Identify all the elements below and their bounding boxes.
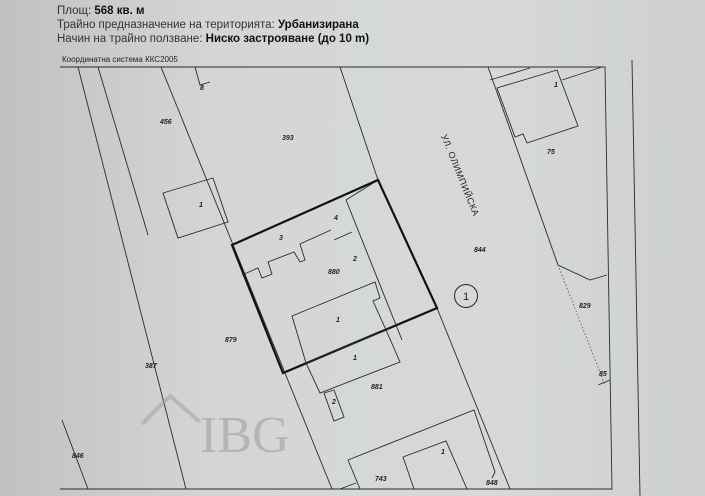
boundary-line bbox=[77, 66, 187, 490]
parcel-label: 75 bbox=[547, 149, 555, 156]
parcel-label: 829 bbox=[579, 303, 591, 310]
area-value: 568 кв. м bbox=[94, 5, 145, 17]
boundary-line bbox=[97, 66, 149, 236]
boundary-line bbox=[347, 459, 361, 490]
building-label: 1 bbox=[353, 355, 357, 362]
coordinate-system-label: Координатна система ККС2005 bbox=[62, 55, 178, 64]
usage-label: Начин на трайно ползване: bbox=[57, 33, 203, 45]
parcel-label: 8 bbox=[200, 85, 204, 92]
boundary-line bbox=[561, 66, 603, 81]
building-label: 1 bbox=[336, 317, 340, 324]
inner-boundary bbox=[345, 199, 403, 341]
boundary-line bbox=[194, 66, 211, 86]
watermark-house-icon bbox=[140, 393, 202, 426]
page-fold-line bbox=[631, 59, 641, 496]
area-label: Площ: bbox=[57, 5, 92, 17]
parcel-label: 387 bbox=[145, 363, 158, 370]
plot-75-boundary bbox=[487, 66, 608, 281]
inner-boundary bbox=[333, 231, 353, 241]
boundary-line bbox=[489, 67, 531, 81]
purpose-value: Урбанизирана bbox=[277, 19, 359, 31]
area-line: Площ: 568 кв. м bbox=[57, 5, 144, 17]
building-label: 3 bbox=[279, 235, 283, 242]
watermark: IBG bbox=[200, 407, 290, 464]
plot-85-boundary bbox=[597, 379, 611, 386]
parcel-label: 456 bbox=[159, 119, 172, 126]
building-label: 2 bbox=[331, 399, 336, 406]
parcel-label: 881 bbox=[371, 384, 383, 391]
parcel-label: 743 bbox=[375, 476, 387, 483]
building-2-lower bbox=[323, 389, 345, 422]
boundary-line bbox=[402, 456, 415, 490]
subject-plot-880 bbox=[230, 178, 439, 375]
building-top-right bbox=[496, 69, 579, 144]
marker-circle bbox=[454, 284, 478, 308]
plot-743-boundary bbox=[347, 409, 496, 479]
parcel-label: 846 bbox=[72, 453, 84, 460]
building-label: 1 bbox=[199, 202, 203, 209]
dotted-boundary bbox=[557, 264, 606, 386]
boundary-line bbox=[61, 419, 89, 490]
building-1-lower bbox=[305, 329, 401, 394]
usage-line: Начин на трайно ползване: Ниско застрояв… bbox=[57, 33, 369, 45]
parcel-label: 880 bbox=[328, 269, 340, 276]
boundary-line bbox=[339, 66, 379, 181]
parcel-label: 844 bbox=[474, 247, 486, 254]
building-label: 1 bbox=[554, 82, 558, 89]
building-left bbox=[162, 177, 229, 239]
purpose-line: Трайно предназначение на територията: Ур… bbox=[57, 19, 359, 31]
usage-value: Ниско застрояване (до 10 m) bbox=[205, 33, 370, 45]
boundary-line bbox=[339, 482, 357, 490]
parcel-label: 848 bbox=[486, 480, 498, 487]
street-name: УЛ. ОЛИМПИЙСКА bbox=[439, 133, 482, 218]
street-boundary bbox=[436, 307, 511, 490]
parcel-label: 85 bbox=[599, 371, 607, 378]
marker-circle-number: 1 bbox=[463, 291, 469, 303]
parcel-label: 879 bbox=[225, 337, 237, 344]
building-bottom bbox=[402, 440, 468, 490]
building-label: 2 bbox=[352, 256, 357, 263]
purpose-label: Трайно предназначение на територията: bbox=[57, 19, 275, 31]
building-3 bbox=[241, 229, 332, 279]
boundary-line bbox=[160, 66, 333, 490]
map-frame bbox=[60, 66, 613, 490]
building-label: 4 bbox=[333, 215, 338, 222]
parcel-label: 393 bbox=[282, 135, 294, 142]
building-label: 1 bbox=[441, 449, 445, 456]
